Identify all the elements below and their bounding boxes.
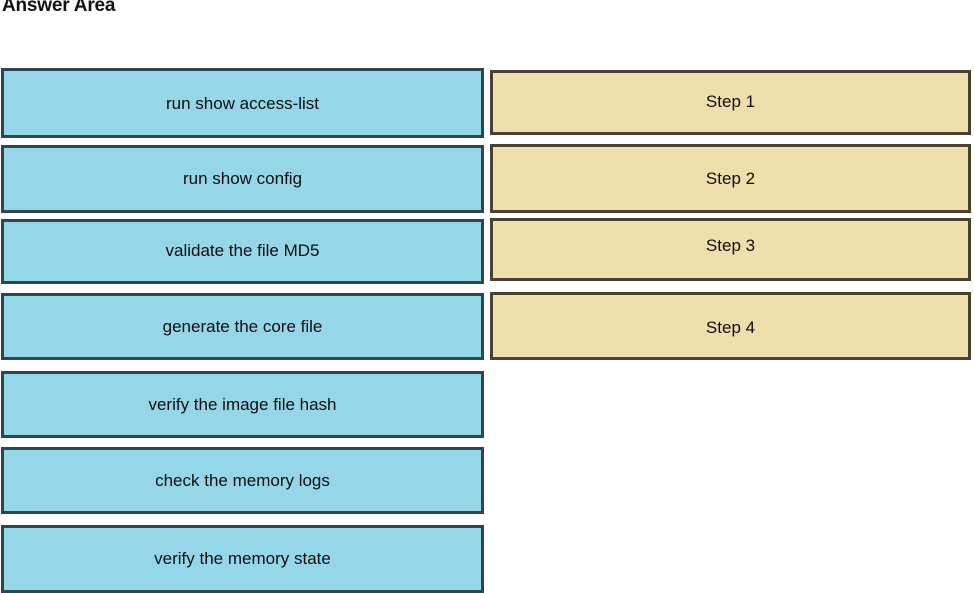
option-tile-3[interactable]: validate the file MD5 bbox=[1, 219, 484, 284]
step-tile-label: Step 4 bbox=[705, 317, 756, 337]
option-tile-label: verify the image file hash bbox=[148, 395, 337, 415]
step-tile-1[interactable]: Step 1 bbox=[490, 70, 971, 135]
step-tile-2[interactable]: Step 2 bbox=[490, 144, 971, 213]
option-tile-1[interactable]: run show access-list bbox=[1, 68, 484, 138]
step-tile-label: Step 2 bbox=[705, 169, 756, 189]
page-title: Answer Area bbox=[2, 0, 116, 16]
option-tile-label: verify the memory state bbox=[154, 548, 331, 568]
step-tile-label: Step 1 bbox=[705, 92, 756, 112]
option-tile-label: generate the core file bbox=[162, 317, 323, 337]
option-tile-label: check the memory logs bbox=[155, 471, 330, 491]
option-tile-7[interactable]: verify the memory state bbox=[1, 525, 484, 593]
option-tile-label: run show access-list bbox=[165, 93, 320, 113]
option-tile-6[interactable]: check the memory logs bbox=[1, 447, 484, 514]
option-tile-4[interactable]: generate the core file bbox=[1, 293, 484, 360]
step-tile-3[interactable]: Step 3 bbox=[490, 218, 971, 281]
step-tile-4[interactable]: Step 4 bbox=[490, 292, 971, 360]
option-tile-label: validate the file MD5 bbox=[165, 241, 320, 261]
option-tile-2[interactable]: run show config bbox=[1, 145, 484, 213]
option-tile-5[interactable]: verify the image file hash bbox=[1, 371, 484, 438]
step-tile-label: Step 3 bbox=[705, 236, 756, 256]
option-tile-label: run show config bbox=[182, 168, 303, 188]
